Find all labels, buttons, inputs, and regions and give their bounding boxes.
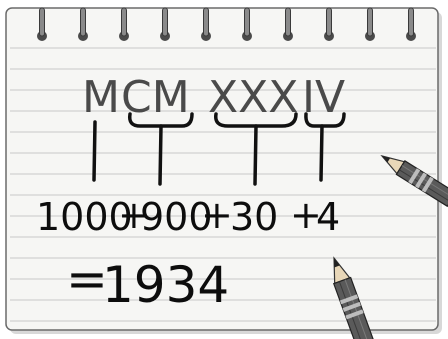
addend-30: 30 [230, 195, 278, 239]
addend-4: 4 [316, 195, 340, 239]
addition-expression: 1000 + 900 + 30 + 4 [36, 193, 340, 239]
roman-group-m: M [82, 72, 120, 123]
roman-group-xxx: XXX [208, 72, 298, 123]
bracket-xxx-stem [255, 126, 256, 184]
bracket-iv-stem [321, 126, 322, 180]
bracket-cm-stem [160, 126, 161, 184]
bracket-m [94, 122, 95, 180]
result-value: 1934 [102, 256, 229, 314]
result-expression: = 1934 [66, 250, 229, 314]
plus-sign: + [201, 193, 233, 237]
roman-group-iv: IV [302, 72, 345, 123]
